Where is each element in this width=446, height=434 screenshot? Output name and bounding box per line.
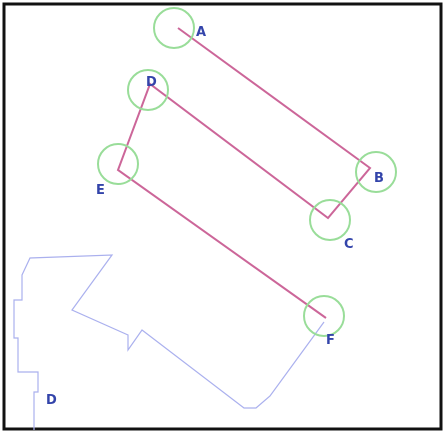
point-c-label: C <box>344 237 354 252</box>
outline-label: D <box>46 393 57 408</box>
pen-path-line <box>116 27 372 319</box>
point-f-marker <box>303 295 345 337</box>
point-e-marker <box>97 143 139 185</box>
circle-markers <box>97 7 397 337</box>
canvas-border <box>2 2 443 431</box>
point-c-marker <box>309 199 351 241</box>
point-d-label: D <box>146 75 157 90</box>
point-b-label: B <box>374 171 384 186</box>
point-labels: A B C D E F <box>96 25 384 348</box>
point-f-label: F <box>326 333 335 348</box>
point-a-label: A <box>196 25 206 40</box>
point-a-marker <box>153 7 195 49</box>
outline-polygon <box>13 254 325 430</box>
point-b-marker <box>355 151 397 193</box>
point-d-marker <box>127 69 169 111</box>
point-e-label: E <box>96 183 105 198</box>
